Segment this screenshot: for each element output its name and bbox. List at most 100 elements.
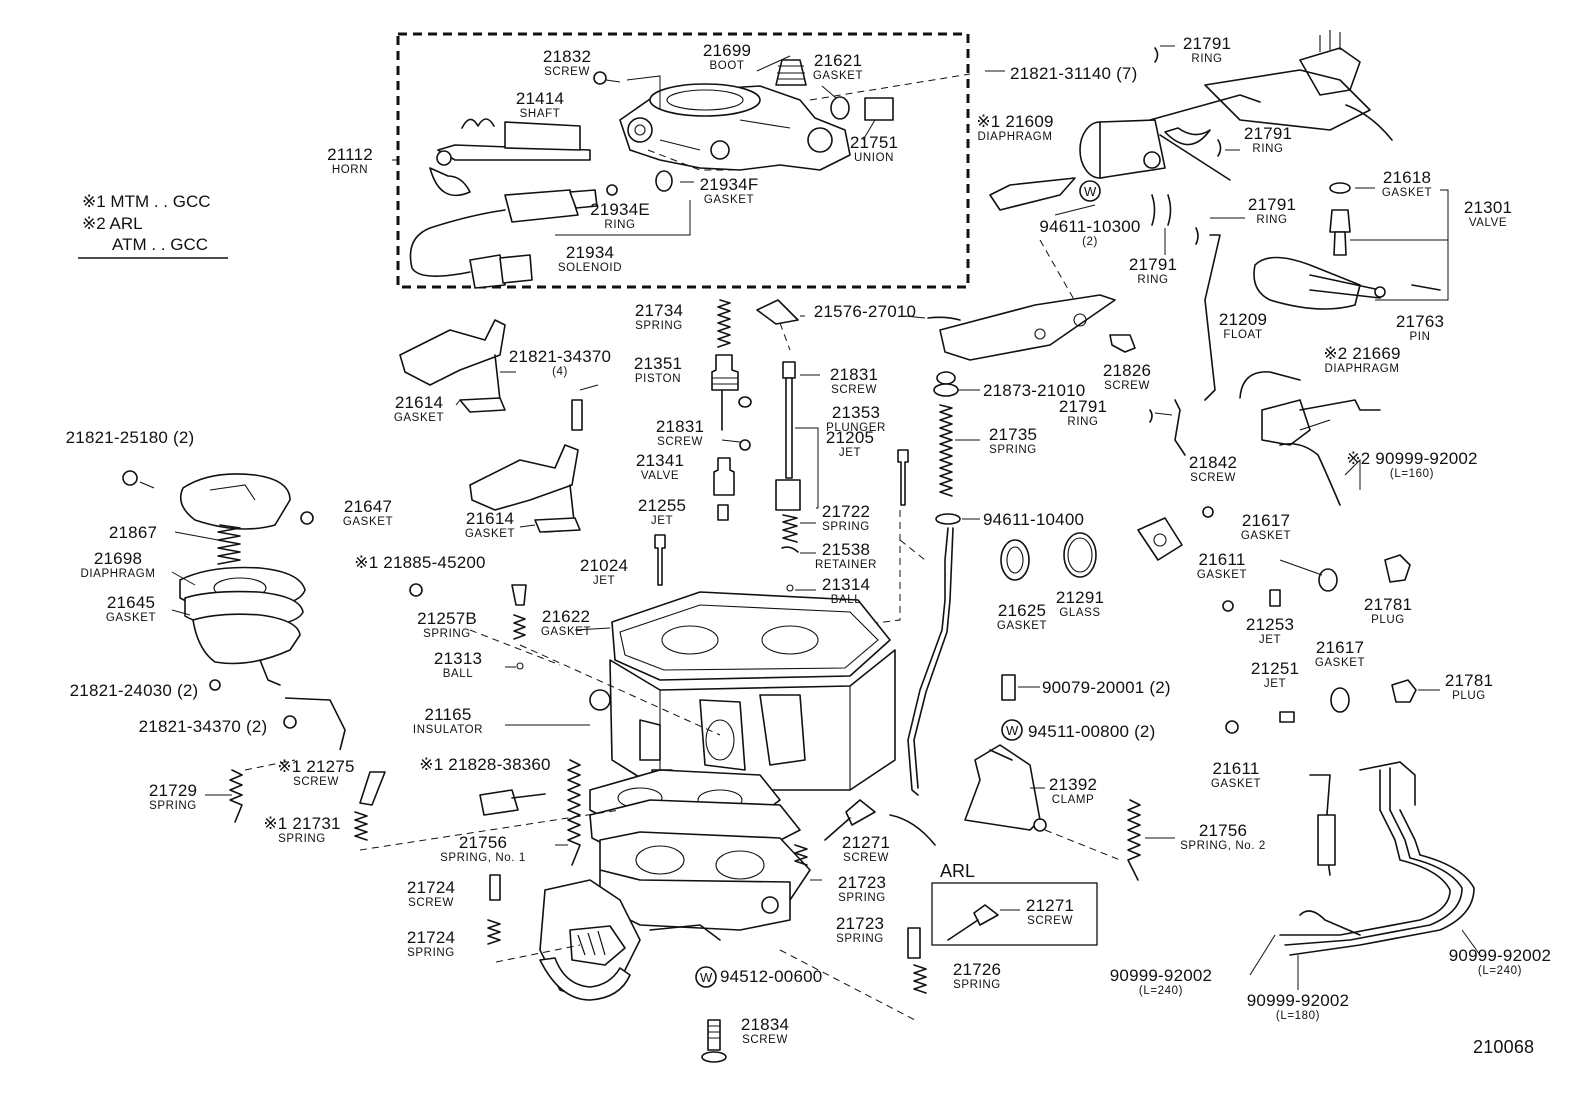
piston-21351	[711, 354, 752, 431]
part-name: SPRING	[838, 892, 886, 904]
part-label-21867: 21867	[109, 523, 157, 542]
part-number: 21645	[107, 593, 155, 612]
part-number: 21724	[407, 878, 455, 897]
part-number: 21617	[1316, 638, 1364, 657]
part-label-21821-34370b: 21821-34370 (2)	[139, 717, 268, 736]
part-name: SCREW	[1190, 472, 1236, 484]
part-name: GASKET	[106, 612, 156, 624]
pump-cover-assembly	[122, 470, 306, 686]
gasket-21625	[1000, 539, 1030, 581]
part-name: CLAMP	[1052, 794, 1095, 806]
part-name: SPRING	[836, 933, 884, 945]
part-number: 21291	[1056, 588, 1104, 607]
part-name: DIAPHRAGM	[977, 131, 1052, 143]
gasket-21611-b	[1225, 720, 1239, 734]
part-number: 21698	[94, 549, 142, 568]
plunger-21353	[775, 361, 801, 592]
part-number: 21209	[1219, 310, 1267, 329]
spring-21731	[354, 811, 368, 841]
screw-21826	[1109, 334, 1136, 353]
plug-21781-b	[1391, 679, 1417, 703]
part-label-21873-21010: 21873-21010	[983, 381, 1085, 400]
part-name: GASKET	[1382, 187, 1432, 199]
hose-assembly-bottom-right	[1279, 761, 1475, 956]
part-name: FLOAT	[1223, 329, 1262, 341]
part-number: 21934	[566, 243, 614, 262]
jet-21024	[654, 534, 666, 586]
part-name: (4)	[552, 366, 568, 378]
part-label-94512-00600: 94512-00600	[720, 967, 822, 986]
part-name: SPRING	[278, 833, 326, 845]
part-name: SCREW	[657, 436, 703, 448]
part-number: 21821-25180 (2)	[66, 428, 195, 447]
screw-21271-a	[845, 799, 876, 826]
bracket-21576	[756, 299, 799, 325]
glass-21291	[1063, 532, 1097, 578]
ring-21791-a	[1154, 47, 1159, 63]
screw-21723-b	[907, 927, 921, 959]
link-rod	[989, 177, 1076, 211]
spring-21724-b	[487, 919, 501, 945]
part-name: SPRING	[822, 521, 870, 533]
part-name: SCREW	[293, 776, 339, 788]
part-name: SPRING	[407, 947, 455, 959]
part-name: RING	[1137, 274, 1168, 286]
part-number: 21751	[850, 133, 898, 152]
part-name: UNION	[854, 152, 894, 164]
part-name: BALL	[443, 668, 474, 680]
screw-21832	[593, 71, 607, 85]
part-name: VALVE	[641, 470, 679, 482]
linkage-21614-b	[469, 444, 581, 533]
arrow	[889, 814, 936, 846]
screw-21821-24030	[209, 679, 221, 691]
part-number: 21934E	[590, 200, 650, 219]
jet-21251	[1279, 711, 1295, 723]
part-number: 21831	[830, 365, 878, 384]
part-name: HORN	[332, 164, 368, 176]
bolt-90079-20001	[1001, 674, 1016, 701]
part-number: 21722	[822, 502, 870, 521]
part-number: 21791	[1059, 397, 1107, 416]
screw-21834	[707, 1019, 721, 1051]
part-number: 21834	[741, 1015, 789, 1034]
spring-21723-a	[794, 844, 808, 866]
part-number: 21735	[989, 425, 1037, 444]
part-number: 21024	[580, 556, 628, 575]
part-number: 21821-34370 (2)	[139, 717, 268, 736]
part-name: BOOT	[710, 60, 745, 72]
part-number: ※2 21669	[1323, 344, 1400, 363]
spring-21257B	[513, 614, 526, 640]
part-number: 21723	[838, 873, 886, 892]
linkage-21614-a	[399, 319, 506, 413]
part-number: 21832	[543, 47, 591, 66]
part-number: ※1 21275	[277, 757, 354, 776]
union-21751	[864, 97, 894, 121]
part-name: GASKET	[704, 194, 754, 206]
arm-assembly	[939, 294, 1116, 361]
part-number: 94511-00800 (2)	[1028, 722, 1155, 741]
